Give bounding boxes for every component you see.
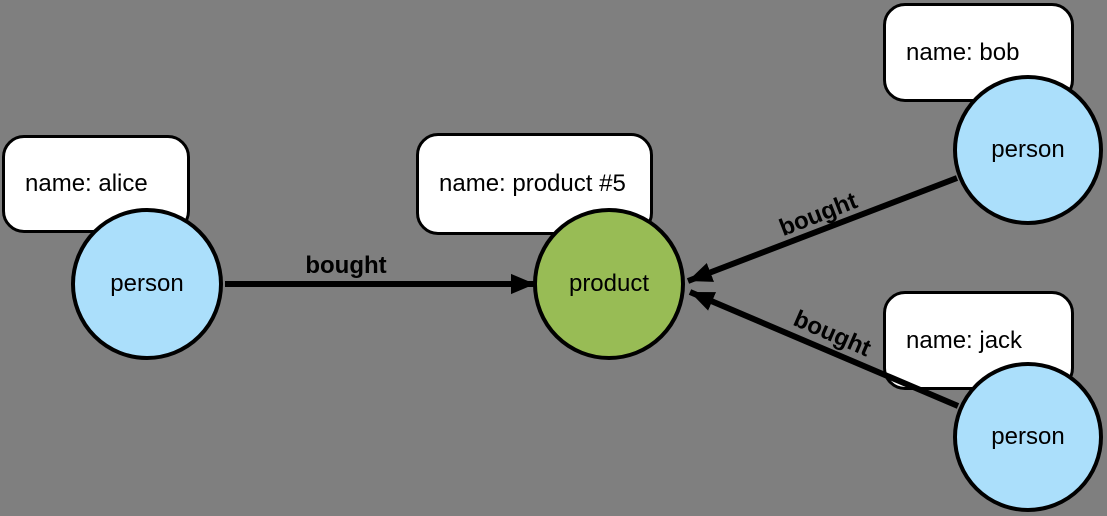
jack-person-node: person [953, 362, 1103, 512]
alice-person-node: person [71, 208, 223, 360]
bob-node-label: person [991, 136, 1065, 163]
alice-property-text: name: alice [25, 170, 148, 197]
jack-property-text: name: jack [906, 326, 1023, 354]
edge-jack-product-line [688, 289, 960, 409]
bob-property-text: name: bob [906, 38, 1020, 66]
product-node-label: product [568, 270, 650, 297]
alice-node-label: person [110, 270, 184, 297]
product-node: product [533, 208, 685, 360]
alice-property-box: name: alice [2, 135, 190, 233]
product-property-text: name: product #5 [439, 170, 626, 197]
bob-person-node: person [953, 75, 1103, 225]
edge-bob-product-line [686, 175, 959, 284]
jack-node-label: person [991, 423, 1065, 450]
edge-alice-product-label: bought [305, 252, 386, 279]
